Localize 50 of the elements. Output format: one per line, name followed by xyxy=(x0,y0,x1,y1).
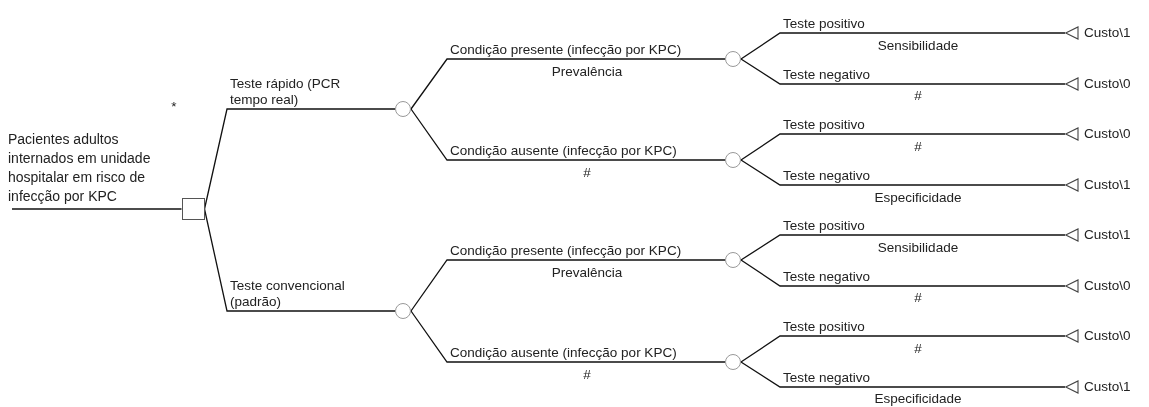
branch-label: Teste positivo xyxy=(783,319,865,335)
branch-line xyxy=(740,58,1066,85)
population-text: Pacientes adultos internados em unidade hospitalar em risco de infecção por KPC xyxy=(8,130,152,206)
branch-label: Teste negativo xyxy=(783,269,871,285)
branch-label: Teste rápido (PCR tempo real) xyxy=(230,76,342,108)
branch-label: Teste convencional (padrão) xyxy=(230,278,346,310)
branch-line xyxy=(740,159,1066,186)
branch-line xyxy=(740,32,1066,60)
payoff-text: Custo\0 xyxy=(1084,126,1131,142)
branch-line xyxy=(410,58,726,110)
branch-line xyxy=(410,259,726,312)
payoff-text: Custo\1 xyxy=(1084,177,1131,193)
probability-label: Prevalência xyxy=(551,64,623,80)
branch-label: Teste negativo xyxy=(783,370,871,386)
branch-label: Condição presente (infecção por KPC) xyxy=(450,243,682,259)
branch-line xyxy=(11,208,183,210)
probability-label: Especificidade xyxy=(874,391,962,407)
branch-line xyxy=(740,335,1066,363)
probability-label: # xyxy=(914,290,922,306)
branch-line xyxy=(740,133,1066,161)
branch-label: Teste negativo xyxy=(783,67,871,83)
branch-label: Teste negativo xyxy=(783,168,871,184)
branch-label: Condição presente (infecção por KPC) xyxy=(450,42,682,58)
branch-label: Teste positivo xyxy=(783,117,865,133)
payoff-text: Custo\1 xyxy=(1084,379,1131,395)
probability-label: # xyxy=(583,367,591,383)
payoff-text: Custo\1 xyxy=(1084,25,1131,41)
probability-label: # xyxy=(914,88,922,104)
branch-line xyxy=(410,310,726,363)
probability-label: Prevalência xyxy=(551,265,623,281)
payoff-text: Custo\0 xyxy=(1084,328,1131,344)
branch-label: Teste positivo xyxy=(783,16,865,32)
decision-square xyxy=(181,198,205,220)
probability-label: Especificidade xyxy=(874,190,962,206)
branch-line xyxy=(740,234,1066,261)
branch-line xyxy=(410,108,726,161)
probability-label: Sensibilidade xyxy=(877,38,959,54)
branch-label: Teste positivo xyxy=(783,218,865,234)
payoff-text: Custo\0 xyxy=(1084,278,1131,294)
probability-label: * xyxy=(171,99,177,115)
branch-label: Condição ausente (infecção por KPC) xyxy=(450,143,677,159)
payoff-text: Custo\0 xyxy=(1084,76,1131,92)
probability-label: # xyxy=(914,341,922,357)
branch-label: Condição ausente (infecção por KPC) xyxy=(450,345,677,361)
probability-label: # xyxy=(583,165,591,181)
probability-label: # xyxy=(914,139,922,155)
branch-line xyxy=(740,259,1066,287)
probability-label: Sensibilidade xyxy=(877,240,959,256)
branch-line xyxy=(740,361,1066,388)
payoff-text: Custo\1 xyxy=(1084,227,1131,243)
